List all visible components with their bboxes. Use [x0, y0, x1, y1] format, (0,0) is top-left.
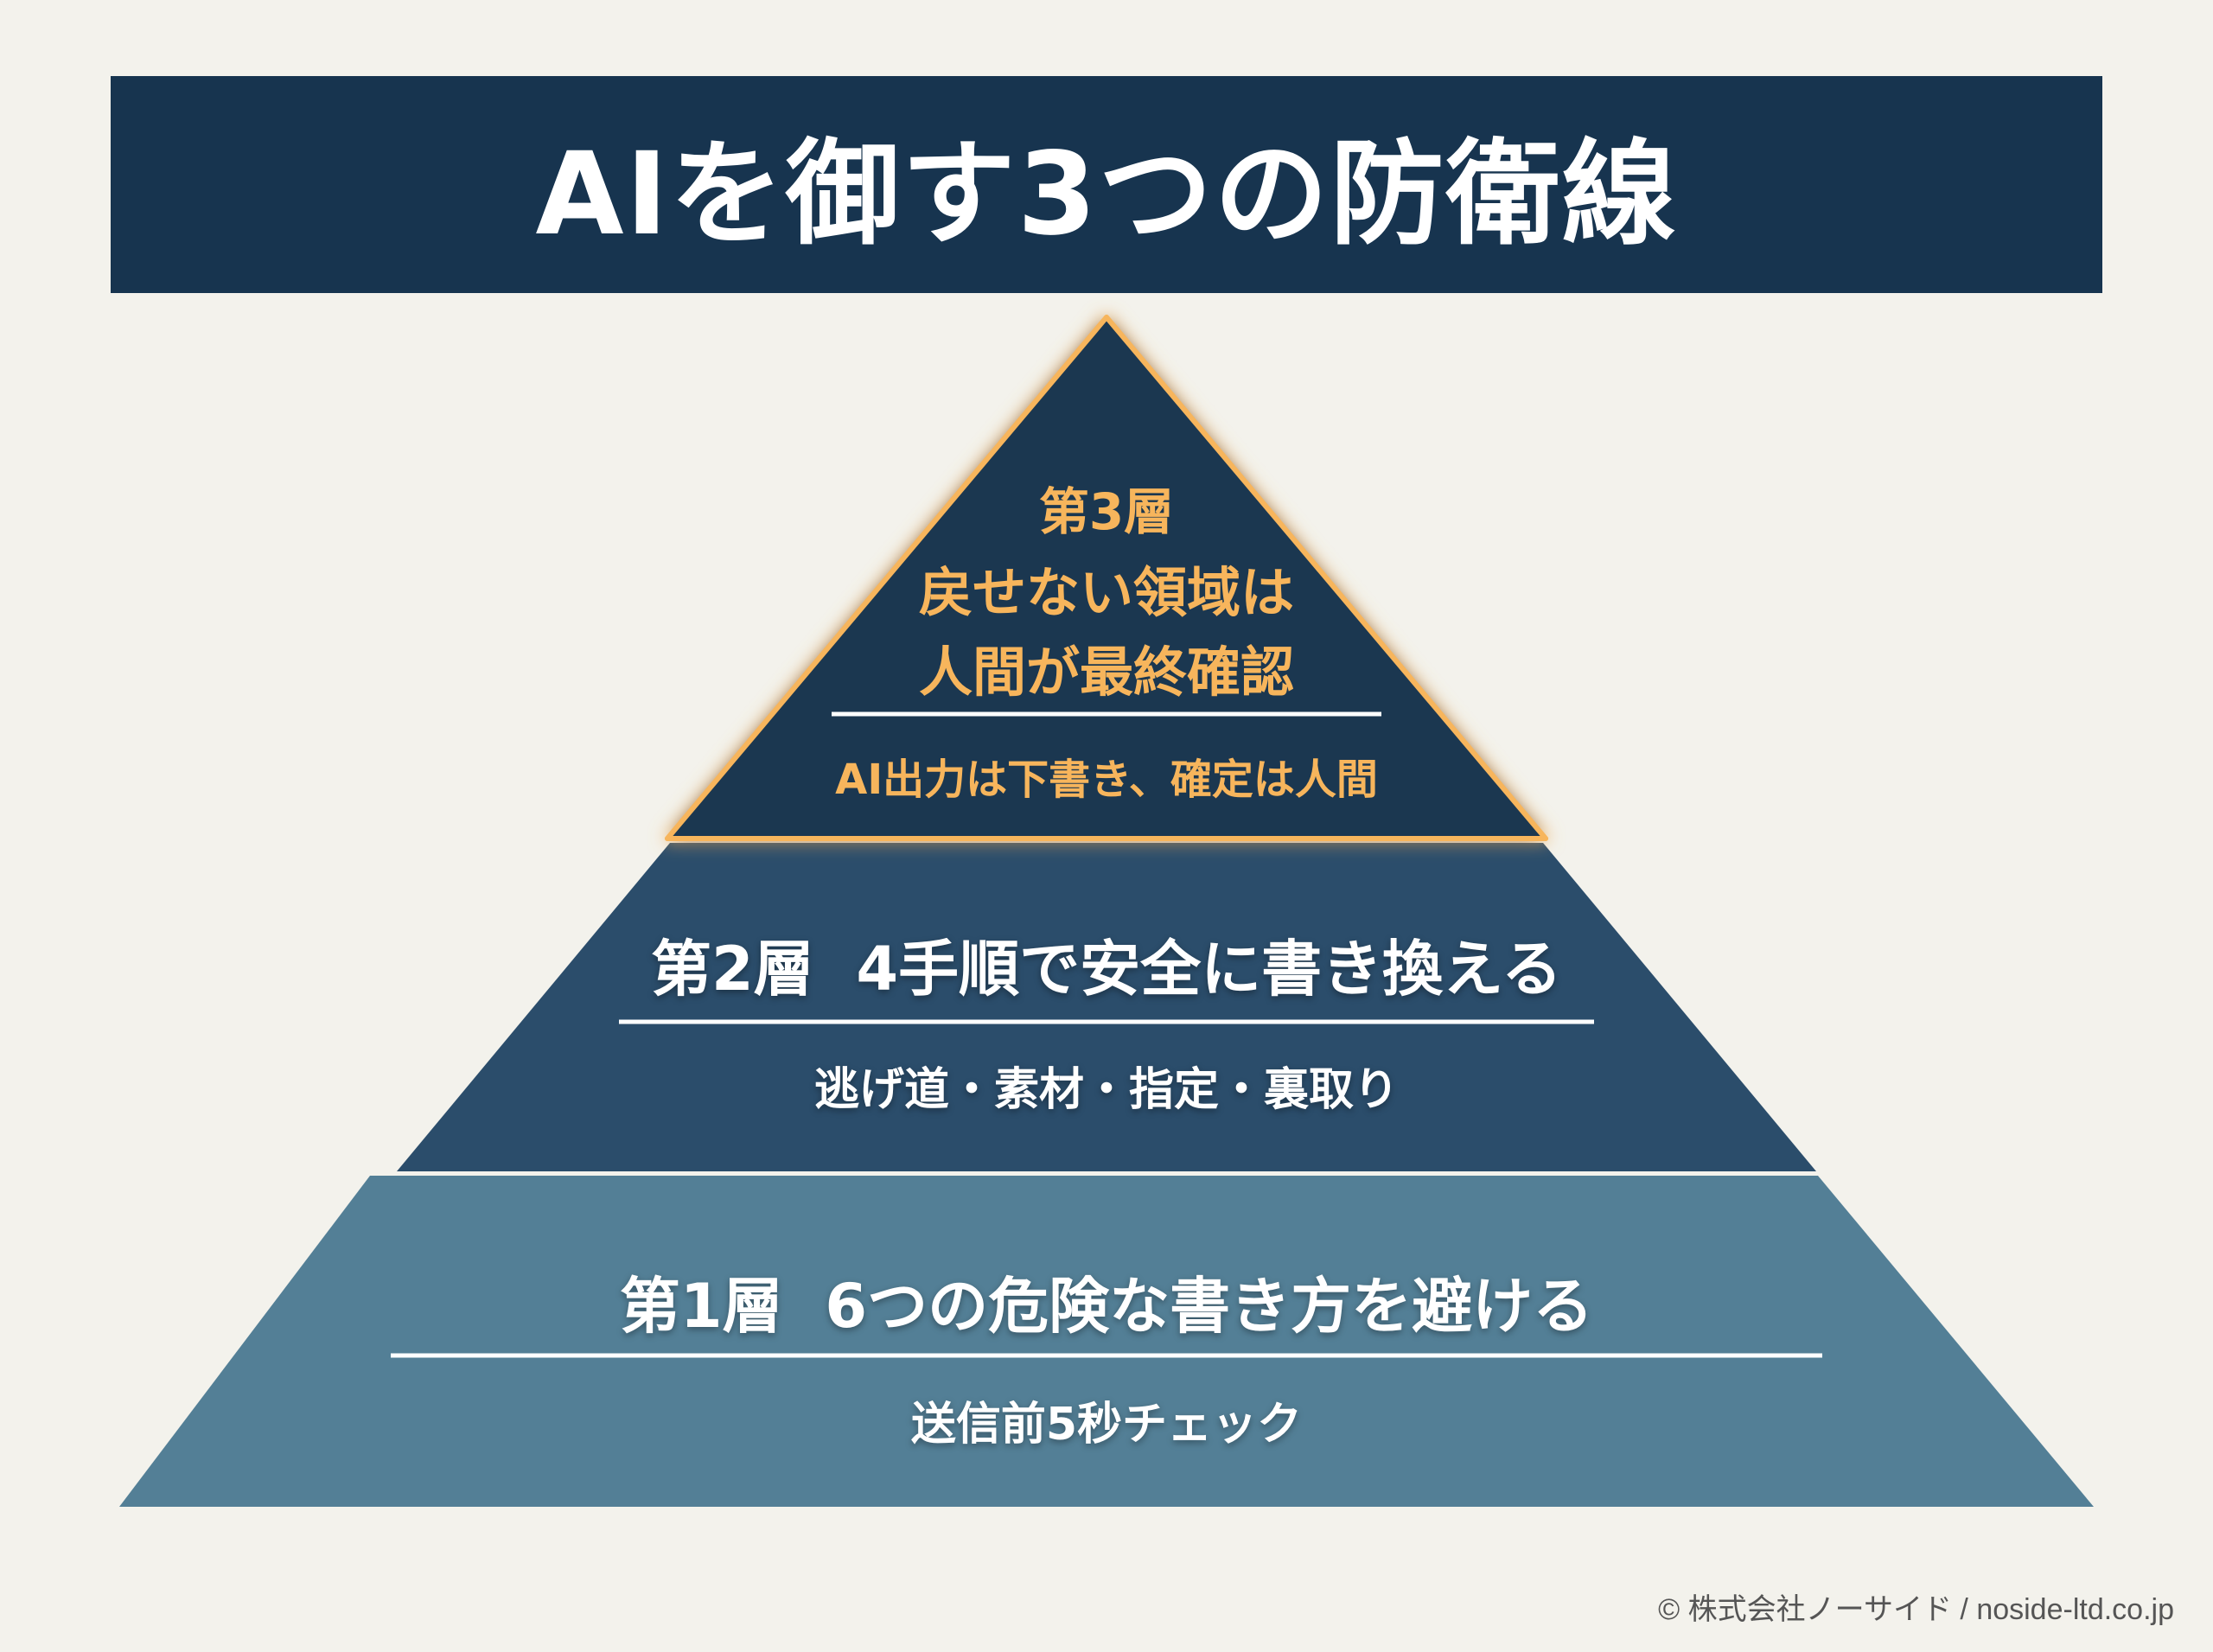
- page-title: AIを御す3つの防衛線: [535, 128, 1678, 261]
- title-banner: AIを御す3つの防衛線: [111, 76, 2102, 293]
- layer1-subtitle: 送信前5秒チェック: [910, 1399, 1303, 1451]
- layer3-title-line1: 戻せない領域は: [918, 561, 1294, 624]
- pyramid-layer-2: [397, 843, 1816, 1171]
- pyramid-layer-1: [119, 1176, 2094, 1507]
- copyright-footer: © 株式会社ノーサイド / noside-ltd.co.jp: [1658, 1593, 2174, 1626]
- layer1-title: 第1層 6つの危険な書き方を避ける: [619, 1271, 1594, 1342]
- layer2-subtitle: 逃げ道・素材・指定・裏取り: [813, 1064, 1399, 1116]
- layer3-subtitle: AI出力は下書き、確定は人間: [835, 756, 1378, 804]
- pyramid-layer-3: [665, 315, 1548, 841]
- layer3-title-line2: 人間が最終確認: [918, 641, 1294, 704]
- layer3-label: 第3層: [1038, 482, 1175, 541]
- layer2-title: 第2層 4手順で安全に書き換える: [650, 934, 1563, 1005]
- layer3-title: 戻せない領域は 人間が最終確認: [0, 553, 2213, 712]
